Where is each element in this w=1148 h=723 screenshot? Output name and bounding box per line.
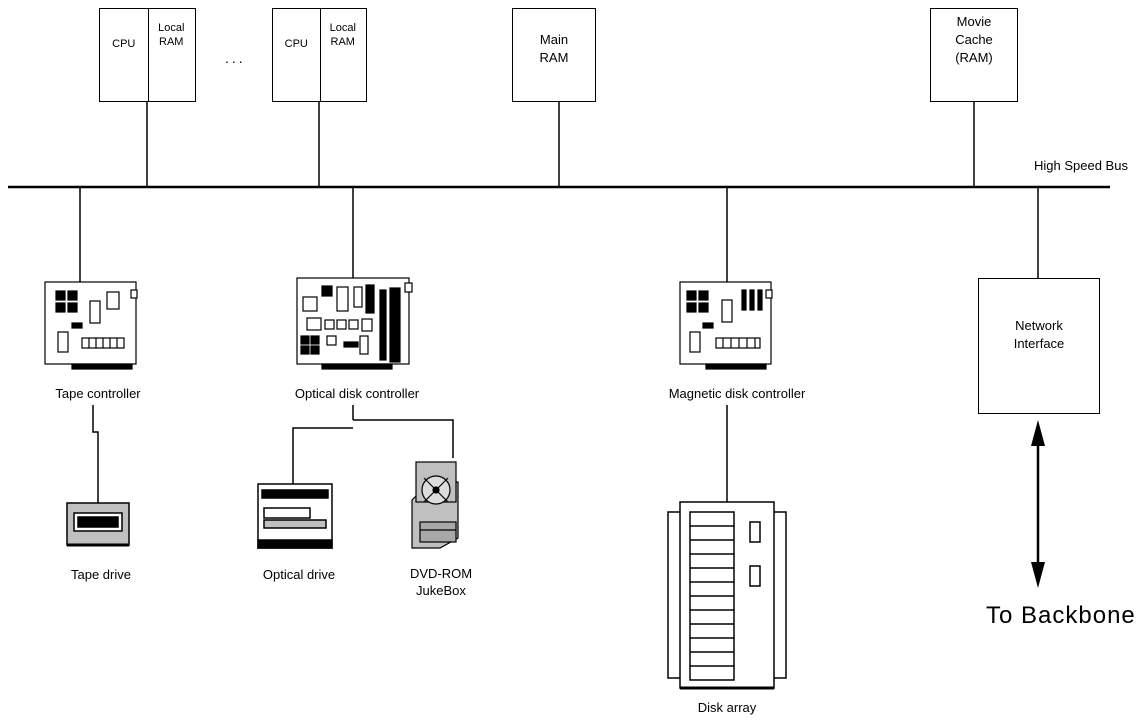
local-ram-label-1: Local RAM	[148, 21, 196, 49]
movie-cache-box: Movie Cache (RAM)	[930, 8, 1018, 102]
disk-array-device	[668, 502, 786, 688]
high-speed-bus-label: High Speed Bus	[1034, 158, 1128, 173]
cpu-label-2: CPU	[273, 37, 320, 51]
to-backbone-label: To Backbone	[986, 602, 1136, 630]
cpu-label-1: CPU	[100, 37, 148, 51]
disk-array-label: Disk array	[698, 700, 757, 715]
network-interface-box: Network Interface	[978, 278, 1100, 414]
network-interface-label: Network Interface	[979, 317, 1099, 353]
optical-drive-connector	[293, 428, 353, 484]
cpu-local-ram-box-2: CPU Local RAM	[272, 8, 367, 102]
cpu-local-ram-box-1: CPU Local RAM	[99, 8, 196, 102]
optical-drive-device	[258, 484, 332, 548]
local-ram-label-2: Local RAM	[320, 21, 367, 49]
tape-controller-label: Tape controller	[55, 386, 140, 401]
main-ram-box: Main RAM	[512, 8, 596, 102]
tape-drive-label: Tape drive	[71, 567, 131, 582]
dvd-rom-jukebox-label: DVD-ROM JukeBox	[410, 565, 472, 599]
main-ram-label: Main RAM	[513, 31, 595, 67]
magnetic-disk-controller-label: Magnetic disk controller	[669, 386, 806, 401]
backbone-double-arrow	[1031, 420, 1045, 588]
optical-drive-label: Optical drive	[263, 567, 335, 582]
optical-disk-controller-label: Optical disk controller	[295, 386, 419, 401]
movie-cache-label: Movie Cache (RAM)	[931, 13, 1017, 67]
tape-drive-device	[67, 503, 129, 545]
magnetic-controller-card	[680, 282, 772, 369]
dvd-jukebox-device	[412, 462, 458, 548]
ellipsis: ...	[225, 50, 246, 66]
tape-controller-card	[45, 282, 137, 369]
optical-controller-card	[297, 278, 412, 369]
tape-drive-connector	[93, 405, 98, 503]
jukebox-connector	[353, 420, 453, 458]
